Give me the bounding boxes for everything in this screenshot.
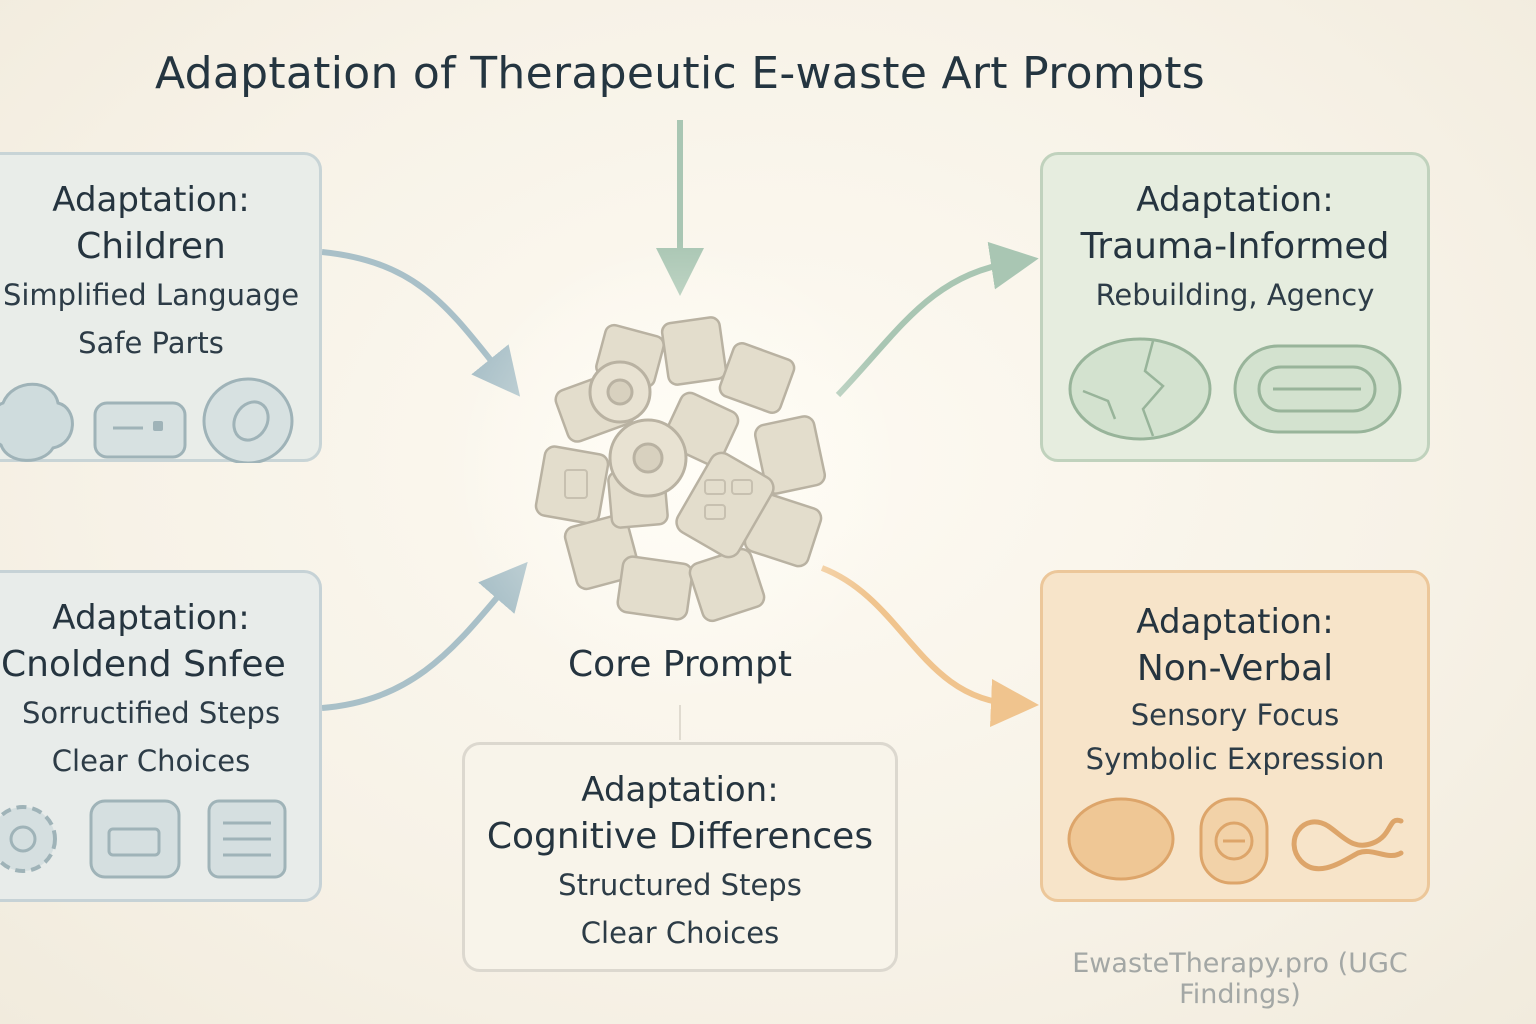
card-heading: Adaptation: xyxy=(1136,180,1334,220)
oval-icon xyxy=(202,377,294,463)
card-name: Trauma-Informed xyxy=(1080,226,1390,267)
trauma-icons xyxy=(1068,337,1402,441)
device-icon xyxy=(89,799,181,879)
card-children: Adaptation: Children Simplified Language… xyxy=(0,152,322,463)
card-line: Clear Choices xyxy=(51,744,251,778)
card-line: Simplified Language xyxy=(2,278,300,312)
blob-icon xyxy=(0,382,74,462)
core-prompt-label: Core Prompt xyxy=(568,644,792,685)
card-structured: Adaptation: Cnoldend Snfee Sorructified … xyxy=(0,570,322,902)
card-line: Safe Parts xyxy=(78,326,224,360)
squiggle-icon xyxy=(1291,817,1404,872)
card-name: Children xyxy=(76,226,226,267)
card-heading: Adaptation: xyxy=(581,770,779,810)
card-line: Rebuilding, Agency xyxy=(1095,278,1375,312)
card-non-verbal: Adaptation: Non-Verbal Sensory Focus Sym… xyxy=(1040,570,1430,902)
card-heading: Adaptation: xyxy=(52,598,250,638)
card-name: Cognitive Differences xyxy=(486,816,874,857)
card-heading: Adaptation: xyxy=(1136,602,1334,642)
card-line: Sorructified Steps xyxy=(21,696,281,730)
cracked-stone-icon xyxy=(1068,337,1212,441)
page-title: Adaptation of Therapeutic E-waste Art Pr… xyxy=(154,48,1205,99)
card-line: Sensory Focus xyxy=(1130,698,1340,732)
structured-icons xyxy=(0,799,287,879)
card-heading: Adaptation: xyxy=(52,180,250,220)
footer-attribution: EwasteTherapy.pro (UGC Findings) xyxy=(1072,948,1408,1010)
card-line: Clear Choices xyxy=(580,916,780,950)
nonverbal-icons xyxy=(1067,797,1404,885)
children-icons xyxy=(0,377,294,463)
gear-icon xyxy=(0,805,57,873)
card-name: Non-Verbal xyxy=(1136,648,1334,689)
pebble-icon xyxy=(1067,797,1175,881)
card-cognitive-differences: Adaptation: Cognitive Differences Struct… xyxy=(462,742,898,972)
card-line: Structured Steps xyxy=(558,868,802,902)
chip-icon xyxy=(93,401,187,459)
card-trauma-informed: Adaptation: Trauma-Informed Rebuilding, … xyxy=(1040,152,1430,462)
card-name: Cnoldend Snfee xyxy=(1,644,286,685)
card-line: Symbolic Expression xyxy=(1085,742,1385,776)
